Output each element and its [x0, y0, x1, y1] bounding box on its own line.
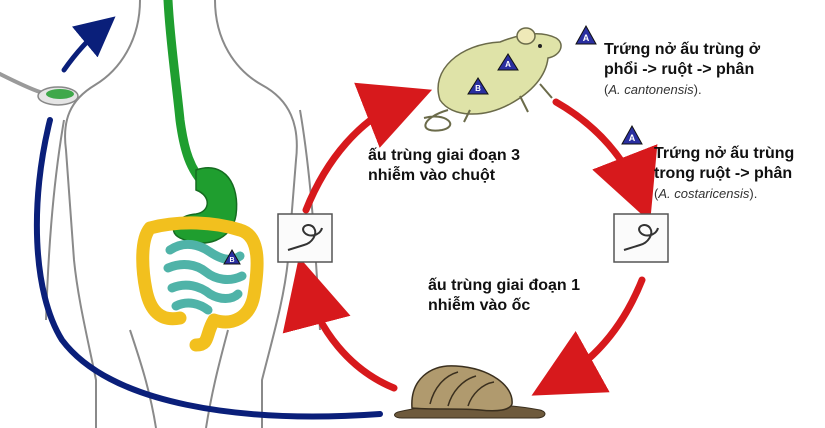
- marker-costa-label: [621, 124, 643, 145]
- snail-shell: [411, 365, 513, 412]
- spoon-food: [46, 89, 74, 99]
- marker-rat-b-text: B: [475, 84, 481, 93]
- marker-canton-label: [575, 24, 597, 45]
- transmission-arc: [33, 117, 383, 420]
- human-body: [45, 0, 321, 428]
- snail-shell-stripes: [429, 371, 495, 407]
- arrow-snail-to-larva: [282, 256, 398, 392]
- hip-line-left: [129, 329, 157, 428]
- cantonensis-note: Trứng nở ấu trùng ở phổi -> ruột -> phân…: [604, 40, 760, 100]
- body-arm-left: [45, 119, 65, 321]
- triangle-marker-icon: A A A B B: [223, 24, 643, 265]
- digestive-tract: [136, 0, 264, 352]
- stage3-label-line2: nhiễm vào chuột: [368, 167, 496, 184]
- stage1-label: ấu trùng giai đoạn 1 nhiễm vào ốc: [428, 276, 580, 316]
- cantonensis-species: (A. cantonensis).: [604, 82, 702, 97]
- large-intestine: [136, 216, 264, 352]
- cantonensis-line2: phổi -> ruột -> phân: [604, 61, 755, 78]
- spoon-icon: [0, 72, 79, 106]
- stage3-label: ấu trùng giai đoạn 3 nhiễm vào chuột: [368, 146, 520, 186]
- costaricensis-line1: Trứng nở ấu trùng: [654, 145, 795, 162]
- costaricensis-line2: trong ruột -> phân: [654, 165, 793, 182]
- stage3-label-line1: ấu trùng giai đoạn 3: [368, 147, 521, 164]
- arrow-rat-to-card: [552, 98, 658, 223]
- cycle-arrows: [282, 82, 658, 396]
- costaricensis-species: (A. costaricensis).: [654, 186, 758, 201]
- larva-card-left: [277, 213, 333, 263]
- rat-ear: [516, 27, 536, 45]
- body-outline-left: [64, 0, 141, 428]
- marker-rat-b: [467, 77, 489, 95]
- marker-gut-b-text: B: [229, 257, 234, 264]
- hip-line-right: [205, 329, 229, 428]
- rat-eye: [538, 44, 542, 48]
- marker-costa-text: A: [629, 133, 636, 143]
- body-outline-right: [214, 0, 298, 428]
- larva-card-right: [613, 213, 669, 263]
- rat-tail: [423, 109, 452, 132]
- marker-rat-a: [497, 53, 519, 71]
- rat-body: [437, 32, 562, 115]
- rat-icon: [423, 27, 562, 132]
- marker-gut-b: [223, 248, 241, 265]
- stage1-label-line2: nhiễm vào ốc: [428, 297, 531, 314]
- esophagus: [163, 0, 211, 191]
- marker-canton-text: A: [583, 33, 590, 43]
- snail-icon: [394, 365, 546, 419]
- arrow-card-to-snail: [531, 276, 646, 396]
- cantonensis-line1: Trứng nở ấu trùng ở: [604, 41, 761, 58]
- marker-rat-a-text: A: [505, 60, 511, 69]
- arrow-larva-to-rat: [302, 82, 433, 214]
- stage1-label-line1: ấu trùng giai đoạn 1: [428, 277, 581, 294]
- rat-leg-back: [463, 109, 471, 123]
- transmission-arrow-up: [61, 16, 116, 73]
- spoon-handle: [0, 72, 42, 94]
- rat-leg-front: [519, 83, 553, 113]
- costaricensis-note: Trứng nở ấu trùng trong ruột -> phân (A.…: [654, 144, 794, 204]
- small-intestine: [163, 239, 247, 315]
